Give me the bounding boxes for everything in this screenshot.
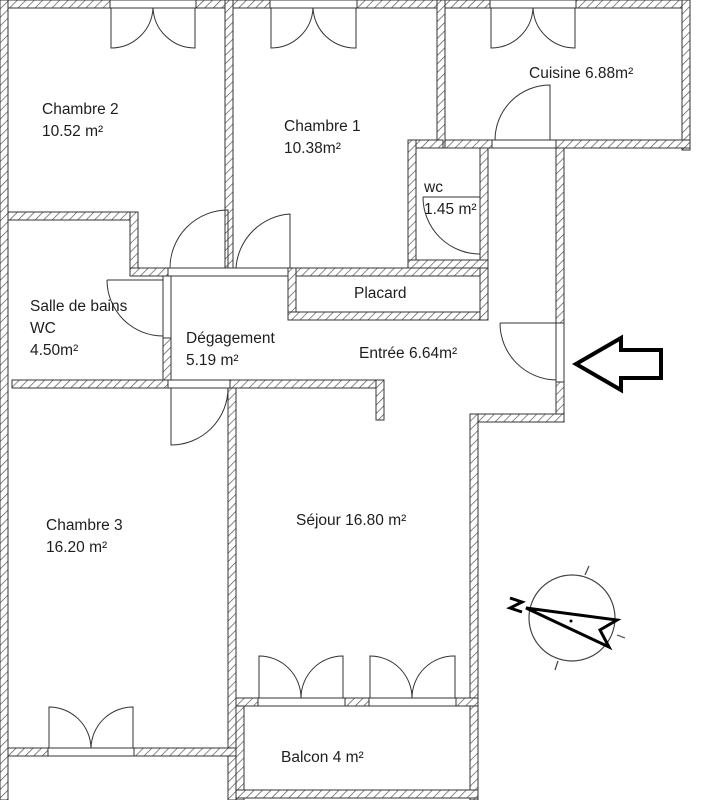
room-label-balcon: Balcon 4 m²	[281, 749, 364, 766]
room-label-wc: wc 1.45 m²	[424, 179, 477, 218]
room-label-chambre-1: Chambre 1 10.38m²	[284, 118, 361, 157]
door-swings	[48, 7, 576, 749]
room-label-entree: Entrée 6.64m²	[359, 345, 458, 362]
room-label-salle-de-bains: Salle de bains WC 4.50m²	[30, 298, 128, 359]
room-label-placard: Placard	[354, 285, 407, 302]
north-compass-icon	[506, 565, 626, 671]
entrance-arrow-icon	[572, 334, 663, 394]
room-label-cuisine: Cuisine 6.88m²	[529, 65, 634, 82]
room-label-degagement: Dégagement 5.19 m²	[186, 330, 275, 369]
room-label-sejour: Séjour 16.80 m²	[296, 512, 407, 529]
room-label-chambre-3: Chambre 3 16.20 m²	[46, 517, 123, 556]
room-label-chambre-2: Chambre 2 10.52 m²	[42, 101, 119, 140]
